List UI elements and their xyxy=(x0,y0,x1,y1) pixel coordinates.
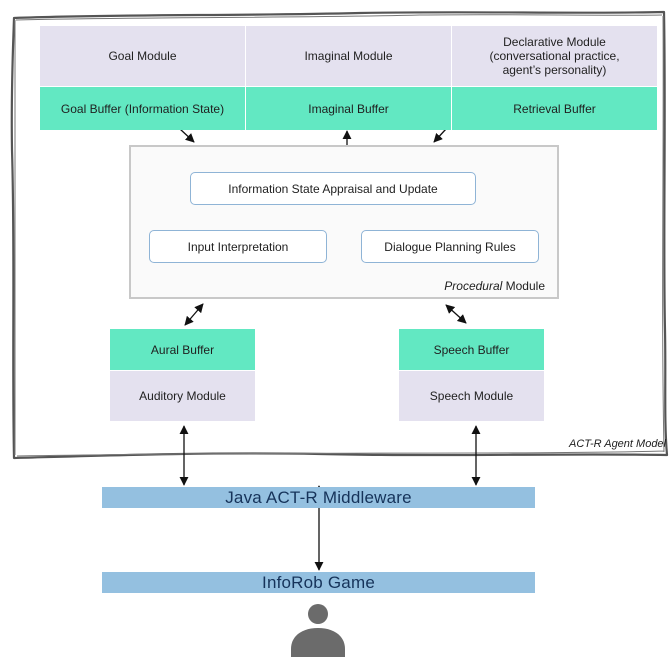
declarative-module: Declarative Module (conversational pract… xyxy=(452,26,657,86)
arrow-procedural-speech xyxy=(445,304,467,324)
procedural-module xyxy=(129,145,559,299)
appraisal-box: Information State Appraisal and Update xyxy=(190,172,476,205)
auditory-module-label: Auditory Module xyxy=(139,389,226,403)
input-interpretation-box: Input Interpretation xyxy=(149,230,327,263)
declarative-module-label: Declarative Module xyxy=(503,35,606,49)
aural-buffer-label: Aural Buffer xyxy=(150,342,215,357)
game-label: InfoRob Game xyxy=(262,572,375,592)
user-icon xyxy=(291,604,345,657)
aural-buffer: Aural Buffer xyxy=(110,329,255,370)
agent-model-label: ACT-R Agent Model xyxy=(568,438,666,450)
goal-buffer: Goal Buffer (Information State) xyxy=(40,87,245,130)
goal-module-label: Goal Module xyxy=(108,49,177,63)
imaginal-buffer: Imaginal Buffer xyxy=(246,87,451,130)
middleware-label: Java ACT-R Middleware xyxy=(225,487,412,507)
input-interpretation-label: Input Interpretation xyxy=(187,239,289,254)
dialogue-planning-label: Dialogue Planning Rules xyxy=(384,239,516,254)
procedural-module-label-italic: Procedural xyxy=(444,279,503,293)
retrieval-buffer-label: Retrieval Buffer xyxy=(513,101,596,116)
speech-module: Speech Module xyxy=(399,371,544,421)
imaginal-module: Imaginal Module xyxy=(246,26,451,86)
goal-module: Goal Module xyxy=(40,26,245,86)
procedural-module-label: Procedural Module xyxy=(380,279,545,293)
appraisal-label: Information State Appraisal and Update xyxy=(228,181,438,196)
speech-buffer-label: Speech Buffer xyxy=(433,342,510,357)
arrow-goal-to-procedural xyxy=(179,128,195,143)
speech-module-label: Speech Module xyxy=(429,389,514,403)
speech-buffer: Speech Buffer xyxy=(399,329,544,370)
declarative-module-detail-2: agent’s personality) xyxy=(502,63,607,77)
imaginal-buffer-label: Imaginal Buffer xyxy=(308,101,389,116)
retrieval-buffer: Retrieval Buffer xyxy=(452,87,657,130)
imaginal-module-label: Imaginal Module xyxy=(304,49,393,63)
procedural-module-label-rest: Module xyxy=(502,279,545,293)
agent-model-frame-sketch xyxy=(14,14,665,457)
arrow-retrieval-to-procedural xyxy=(433,128,447,143)
auditory-module: Auditory Module xyxy=(110,371,255,421)
dialogue-planning-box: Dialogue Planning Rules xyxy=(361,230,539,263)
agent-model-frame xyxy=(10,10,669,460)
game-bar: InfoRob Game xyxy=(102,572,535,593)
arrow-procedural-aural xyxy=(184,303,204,326)
middleware-bar: Java ACT-R Middleware xyxy=(102,487,535,508)
declarative-module-detail-1: (conversational practice, xyxy=(489,49,620,63)
goal-buffer-label: Goal Buffer (Information State) xyxy=(60,101,225,116)
